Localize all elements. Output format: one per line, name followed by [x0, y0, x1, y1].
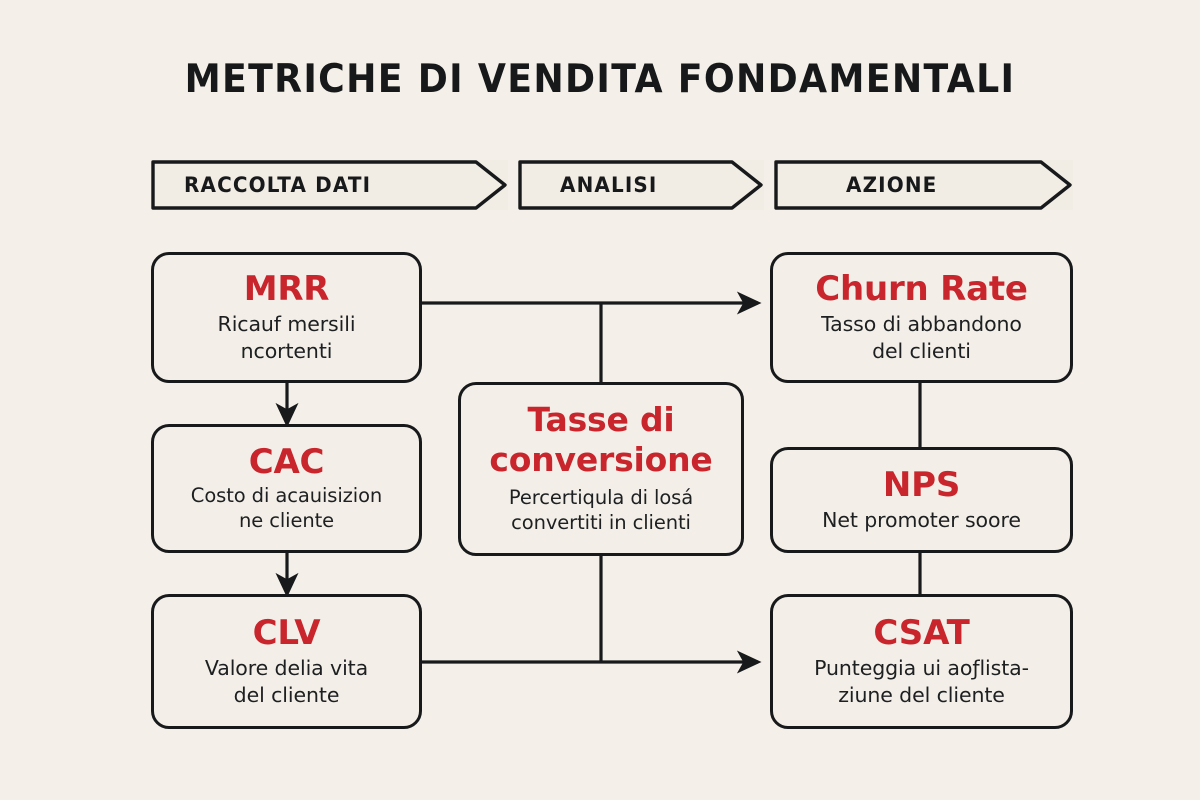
metric-box-churn-rate[interactable]: Churn Rate Tasso di abbandono del client… — [770, 252, 1073, 383]
metric-description-line2: del cliente — [233, 682, 340, 707]
metric-box-nps[interactable]: NPS Net promoter soore — [770, 447, 1073, 553]
metric-description-line2: del clienti — [872, 338, 971, 363]
metric-description-line1: Costo di acauisizion — [190, 483, 383, 507]
metric-description-line1: Percertiqula di losá — [508, 485, 694, 509]
metric-title: Churn Rate — [815, 269, 1028, 310]
metric-title-line1: Tasse di — [527, 400, 675, 440]
phase-banner-analisi[interactable]: ANALISI — [518, 160, 764, 210]
metric-description-line1: Tasso di abbandono — [821, 312, 1022, 337]
metric-box-conversion[interactable]: Tasse di conversione Percertiqula di los… — [458, 382, 744, 556]
metric-description-line2: convertiti in clienti — [511, 510, 691, 534]
phase-banner-label: AZIONE — [846, 173, 938, 197]
metric-title: CLV — [252, 613, 321, 654]
chevron-shape-icon — [518, 160, 763, 210]
phase-banner-label: ANALISI — [560, 173, 658, 197]
metric-box-mrr[interactable]: MRR Ricauf mersili ncortenti — [151, 252, 422, 383]
metric-box-csat[interactable]: CSAT Punteggia ui aoƒlista- ziune del cl… — [770, 594, 1073, 729]
phase-banner-azione[interactable]: AZIONE — [774, 160, 1073, 210]
metric-description-line2: ne cliente — [238, 508, 335, 532]
metric-description-line1: Valore delia vita — [204, 656, 369, 681]
chevron-shape-icon — [151, 160, 507, 210]
metric-box-cac[interactable]: CAC Costo di acauisizion ne cliente — [151, 424, 422, 553]
phase-banner-label: RACCOLTA DATI — [184, 173, 372, 197]
metric-description-line1: Punteggia ui aoƒlista- — [814, 656, 1029, 681]
metric-title-line2: conversione — [489, 440, 713, 480]
metric-description-line1: Net promoter soore — [822, 507, 1021, 532]
metric-description-line2: ncortenti — [240, 338, 333, 363]
phase-banner-raccolta-dati[interactable]: RACCOLTA DATI — [151, 160, 508, 210]
metric-title: NPS — [882, 464, 961, 505]
metric-title: MRR — [243, 269, 330, 310]
metric-description-line2: ziune del cliente — [838, 682, 1005, 707]
metric-title: CSAT — [873, 613, 970, 654]
chevron-shape-icon — [774, 160, 1072, 210]
page-title: METRICHE DI VENDITA FONDAMENTALI — [184, 57, 1016, 102]
metric-description-line1: Ricauf mersili — [217, 312, 356, 337]
metric-box-clv[interactable]: CLV Valore delia vita del cliente — [151, 594, 422, 729]
metric-title: CAC — [248, 441, 325, 482]
